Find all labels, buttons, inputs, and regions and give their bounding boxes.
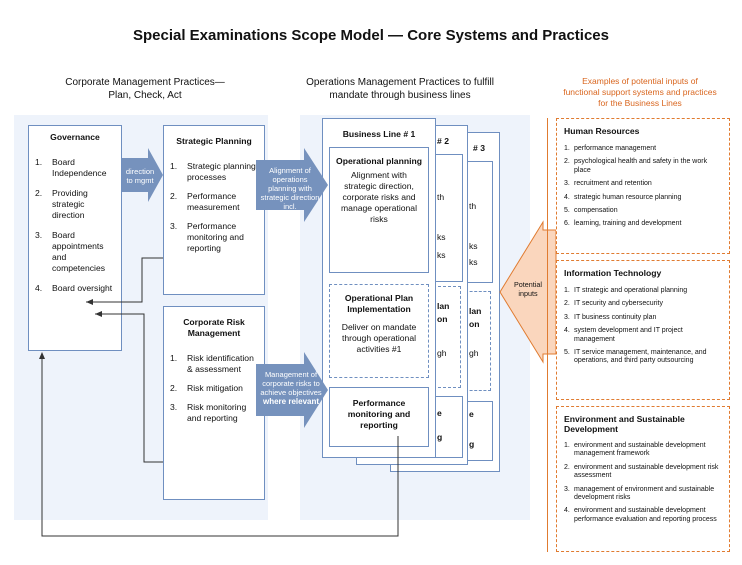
potential-inputs-label: Potential inputs: [514, 280, 542, 298]
corporate-column-heading: Corporate Management Practices— Plan, Ch…: [65, 77, 225, 101]
information-technology-heading: Information Technology: [564, 268, 662, 278]
arrowhead: [95, 311, 102, 317]
list-item: 5.compensation: [564, 207, 618, 215]
information-technology-box: Information Technology 1.IT strategic an…: [556, 260, 730, 400]
list-item: 1.Board Independence: [35, 157, 107, 178]
arrowhead: [86, 299, 93, 305]
ghost-text: on: [469, 319, 480, 329]
management-arrow-label: Management of corporate risks to achieve…: [256, 370, 326, 406]
list-item: 4.environment and sustainable developmen…: [564, 507, 717, 523]
ghost-text: lan: [437, 301, 450, 311]
human-resources-box: Human Resources 1.performance management…: [556, 118, 730, 254]
list-item: 2.psychological health and safety in the…: [564, 158, 708, 174]
performance-monitoring-box: Performance monitoring and reporting: [329, 387, 429, 447]
governance-box: Governance 1.Board Independence 2.Provid…: [28, 125, 122, 351]
connector-line: [95, 313, 163, 463]
inputs-bracket: [547, 118, 556, 552]
list-item: 4.strategic human resource planning: [564, 193, 682, 201]
list-item: 3.IT business continuity plan: [564, 313, 657, 321]
ghost-text: g: [437, 432, 443, 442]
operational-planning-box: Operational planning Alignment with stra…: [329, 147, 429, 273]
list-item: 1.IT strategic and operational planning: [564, 287, 688, 294]
business-line-3-label: # 3: [473, 143, 485, 153]
operational-planning-body: Alignment with strategic direction, corp…: [341, 170, 417, 224]
alignment-arrow: [256, 148, 328, 222]
business-line-1-heading: Business Line # 1: [342, 129, 416, 139]
risk-management-box: Corporate Risk Management 1.Risk identif…: [163, 306, 265, 500]
connector-line: [41, 356, 399, 537]
diagram-title: Special Examinations Scope Model — Core …: [132, 27, 609, 44]
ghost-text: th: [469, 201, 477, 211]
list-item: 4.system development and IT project mana…: [564, 327, 683, 343]
environment-heading: Environment and Sustainable Development: [564, 414, 685, 434]
list-item: 1.Strategic planning processes: [170, 161, 256, 182]
list-item: 4.Board oversight: [35, 283, 113, 293]
list-item: 3.Performance monitoring and reporting: [170, 221, 244, 253]
ghost-text: e: [437, 408, 442, 418]
ghost-text: ks: [469, 241, 478, 251]
list-item: 2.Performance measurement: [170, 191, 240, 212]
list-item: 1.performance management: [564, 145, 657, 152]
ghost-text: ks: [469, 257, 478, 267]
arrowhead: [39, 352, 45, 359]
management-label-b: where relevant: [262, 397, 320, 406]
ghost-text: on: [437, 314, 448, 324]
performance-monitoring-title: Performance monitoring and reporting: [347, 398, 411, 430]
business-line-1-card: Business Line # 1 Operational planning A…: [322, 118, 436, 458]
list-item: 2.IT security and cybersecurity: [564, 300, 663, 308]
management-label-a: Management of corporate risks to achieve…: [260, 370, 322, 397]
operational-implementation-body: Deliver on mandate through operational a…: [341, 322, 417, 354]
list-item: 3.Board appointments and competencies: [35, 230, 106, 273]
governance-list: 1.Board Independence 2.Providing strateg…: [35, 157, 115, 294]
ghost-text: gh: [469, 348, 479, 358]
connector-line: [86, 257, 163, 303]
direction-arrow: [122, 148, 163, 202]
operations-column-heading: Operations Management Practices to fulfi…: [306, 77, 494, 101]
potential-inputs-arrow: [499, 220, 557, 364]
operational-implementation-box: Operational Plan Implementation Deliver …: [329, 284, 429, 378]
ghost-text: gh: [437, 348, 447, 358]
alignment-arrow-label: Alignment of operations planning with st…: [260, 166, 320, 211]
list-item: 2.Providing strategic direction: [35, 188, 88, 220]
list-item: 3.Risk monitoring and reporting: [170, 402, 247, 423]
environment-list: 1.environment and sustainable developmen…: [564, 442, 722, 524]
risk-list: 1.Risk identification & assessment 2.Ris…: [170, 353, 258, 424]
inputs-column-heading: Examples of potential inputs of function…: [563, 76, 717, 108]
ghost-text: th: [437, 192, 445, 202]
list-item: 5.IT service management, maintenance, an…: [564, 349, 707, 365]
business-line-2-label: # 2: [437, 136, 449, 146]
list-item: 2.environment and sustainable developmen…: [564, 463, 719, 480]
operational-planning-title: Operational planning: [336, 156, 422, 166]
ghost-block: [433, 286, 461, 388]
list-item: 1.Risk identification & assessment: [170, 353, 254, 374]
environment-box: Environment and Sustainable Development …: [556, 406, 730, 552]
human-resources-heading: Human Resources: [564, 126, 640, 136]
list-item: 6.learning, training and development: [564, 220, 682, 228]
strategic-heading: Strategic Planning: [176, 136, 252, 146]
information-technology-list: 1.IT strategic and operational planning …: [564, 287, 722, 366]
governance-heading: Governance: [50, 132, 100, 142]
ghost-text: g: [469, 439, 475, 449]
operational-implementation-title: Operational Plan Implementation: [344, 293, 414, 314]
management-arrow: [256, 352, 328, 428]
human-resources-list: 1.performance management 2.psychological…: [564, 145, 722, 229]
ghost-text: e: [469, 409, 474, 419]
ghost-text: ks: [437, 232, 446, 242]
risk-heading: Corporate Risk Management: [183, 317, 245, 338]
ghost-text: ks: [437, 250, 446, 260]
list-item: 1.environment and sustainable developmen…: [564, 442, 706, 458]
direction-arrow-label: direction to mgmt: [125, 167, 155, 185]
ghost-block: [433, 396, 463, 458]
list-item: 3.management of environment and sustaina…: [564, 485, 715, 502]
list-item: 2.Risk mitigation: [170, 383, 243, 393]
list-item: 3.recruitment and retention: [564, 180, 652, 188]
strategic-list: 1.Strategic planning processes 2.Perform…: [170, 161, 258, 254]
ghost-block: [465, 161, 493, 283]
ghost-text: lan: [469, 306, 482, 316]
